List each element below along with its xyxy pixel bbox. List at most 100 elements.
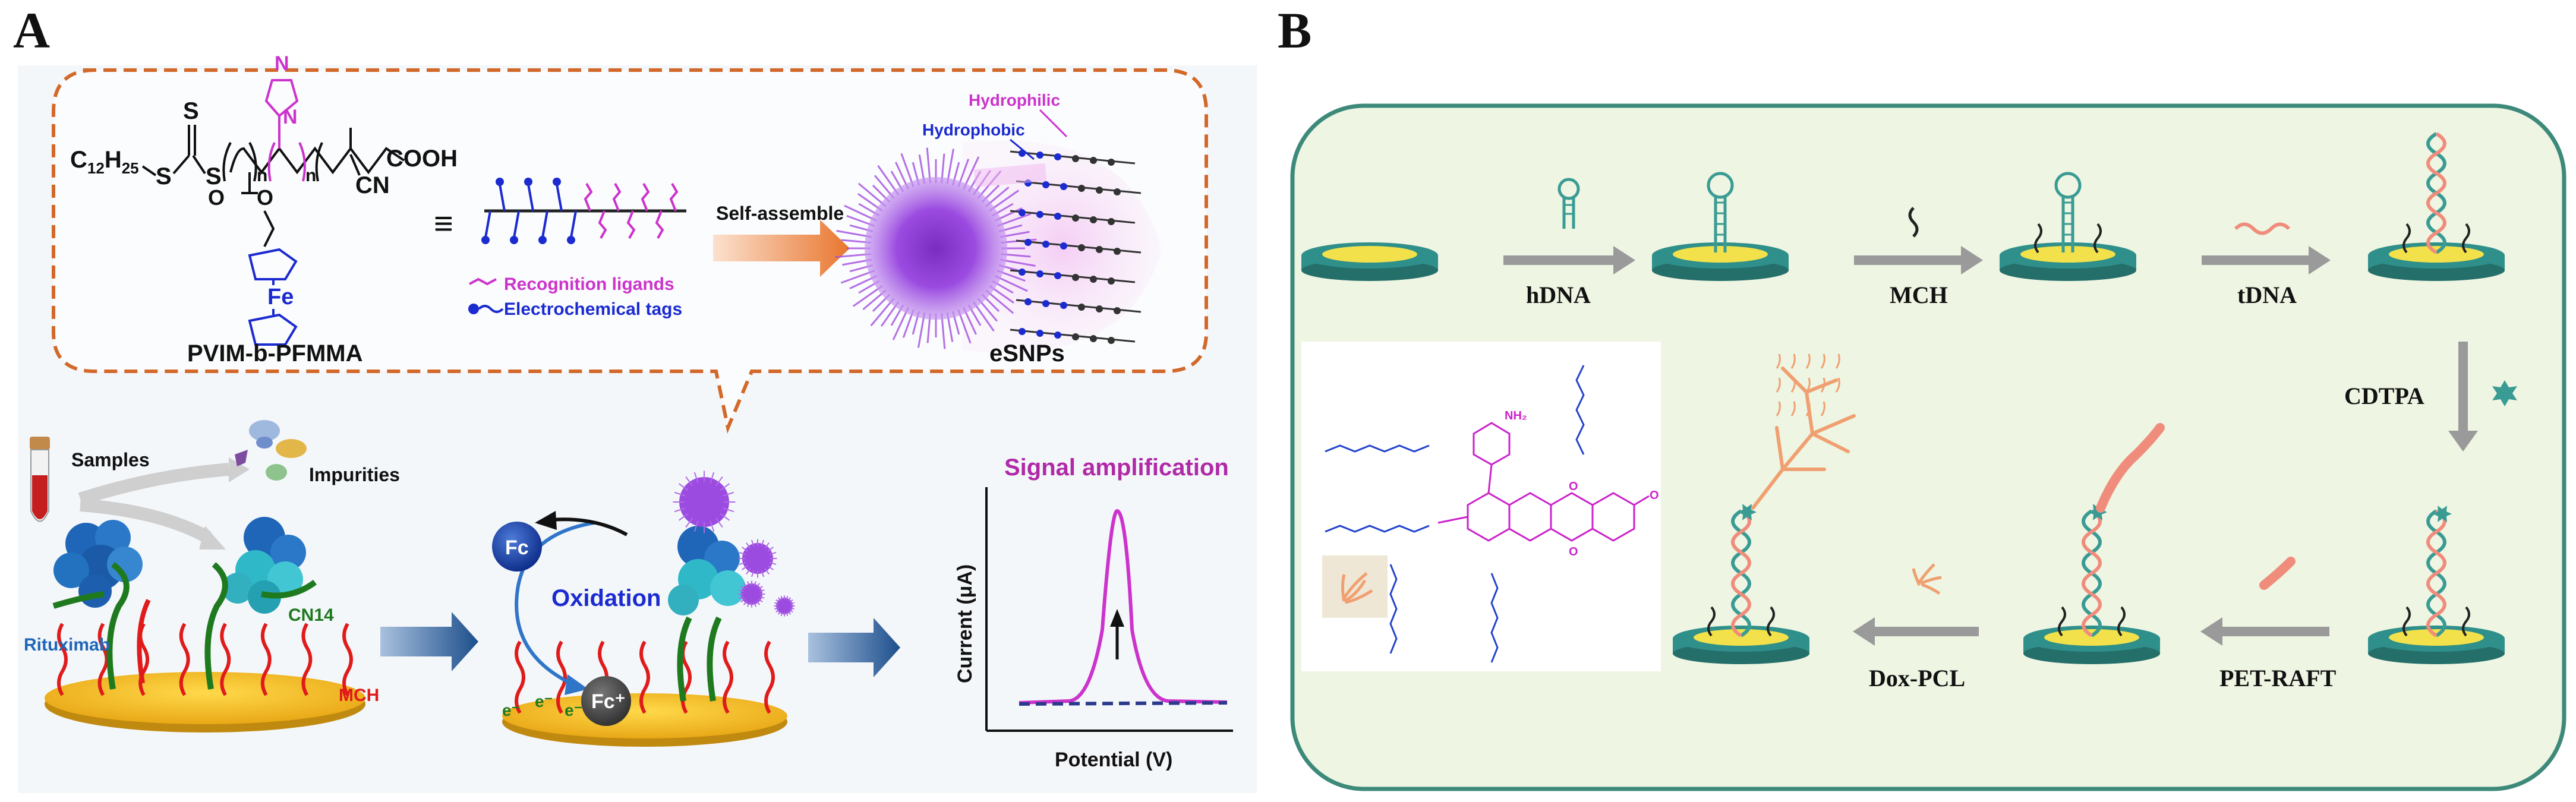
oxidation-label: Oxidation — [551, 585, 661, 611]
ligand-chain — [669, 183, 679, 211]
esnp-bead — [776, 598, 793, 614]
rituximab-label: Rituximab — [24, 635, 110, 655]
carbonyl-o-bottom: O — [1569, 545, 1578, 558]
step-label-pet-raft: PET-RAFT — [2219, 665, 2337, 692]
zoom-bead — [1072, 333, 1079, 340]
brush-tip — [1820, 401, 1825, 416]
esnp-bead-fringe — [742, 565, 748, 570]
hydrophobic-label: Hydrophobic — [922, 121, 1025, 139]
fc-label: Fc — [505, 536, 529, 559]
esnp-bead — [742, 543, 773, 574]
polymer-structure: C12H25 S S S n n N N — [70, 52, 458, 367]
sulfur-top: S — [183, 98, 199, 124]
brush-tip — [1805, 377, 1811, 393]
esnp-bead-fringe — [740, 585, 745, 590]
imidazole-n-side: N — [283, 106, 298, 128]
zoom-bead — [1042, 241, 1049, 248]
carbonyl-oxygen: O — [208, 185, 225, 210]
zoom-bead — [1108, 159, 1115, 166]
dox-pcl-brush — [1805, 378, 1838, 394]
mch-strand — [515, 640, 525, 714]
dox-pcl-brush — [1775, 426, 1784, 471]
mch-strand — [342, 623, 353, 696]
sulfur-left: S — [156, 163, 172, 190]
electrode-scene-2: Fc Fc⁺ e⁻ e⁻ e⁻ — [492, 471, 795, 747]
schematic-legend: Recognition ligands Electrochemical tags — [468, 274, 682, 319]
zoom-bead — [1096, 187, 1103, 194]
esnp-bead-fringe — [769, 561, 777, 565]
impurities-label: Impurities — [309, 464, 400, 485]
mch-molecule — [2402, 223, 2411, 254]
mch-molecule — [2093, 223, 2102, 254]
zoom-bead — [1072, 214, 1079, 222]
esnp-bead-fringe — [789, 609, 793, 613]
hairpin-loop — [1707, 172, 1734, 199]
esnp-bead-fringe — [767, 547, 774, 552]
esnp-bead-fringe — [761, 539, 764, 547]
self-assemble-arrow — [713, 220, 850, 277]
brush-tip — [1790, 377, 1796, 393]
repeat-n1: n — [257, 166, 267, 185]
tag-bead — [538, 236, 547, 244]
zoom-bead — [1036, 270, 1043, 277]
cdtpa-agent — [1738, 504, 1757, 520]
esnp-bead-fringe — [743, 583, 748, 588]
zoom-bead — [1024, 298, 1032, 305]
corona-strand — [926, 147, 931, 184]
esnp-bead-fringe — [674, 491, 686, 497]
esnp-bead-fringe — [758, 585, 763, 590]
process-arrow-2 — [808, 618, 900, 677]
ligand-chain — [655, 210, 664, 239]
mch-molecule — [1707, 606, 1716, 637]
esnp-bead-fringe — [720, 483, 730, 491]
corona-strand — [995, 275, 1028, 292]
gold-surface — [2389, 629, 2484, 646]
mch-molecule — [2117, 606, 2126, 637]
zoom-bead — [1054, 213, 1061, 220]
mch-strand — [556, 640, 567, 714]
gold-surface — [1694, 629, 1789, 646]
esnp-bead-fringe — [710, 472, 715, 484]
zoom-bead — [1036, 151, 1043, 159]
mch-molecule — [2462, 223, 2470, 254]
mch-molecule-icon — [1908, 207, 1919, 238]
dox-pcl-brush — [1805, 390, 1814, 435]
zoom-bead — [1054, 272, 1061, 279]
mch-strand — [301, 623, 313, 696]
mch-strand — [97, 623, 109, 696]
electron-label-1: e⁻ — [502, 701, 520, 719]
esnp-bead-fringe — [775, 609, 780, 613]
esnp-bead-fringe — [746, 542, 751, 549]
gold-surface — [2020, 246, 2115, 263]
helix-strand-target — [2426, 132, 2446, 254]
zoom-bead — [1072, 155, 1079, 162]
brush-tip — [1776, 377, 1781, 393]
esnp-bead-fringe — [758, 598, 763, 603]
step-label-dox-pcl: Dox-PCL — [1869, 665, 1965, 692]
polymer-name: PVIM-b-PFMMA — [187, 340, 363, 367]
corona-strand — [892, 307, 909, 340]
helix-strand-target — [1731, 509, 1751, 637]
esnp-bead-fringe — [764, 568, 770, 574]
brush-tip — [1776, 401, 1781, 416]
corona-strand — [946, 149, 954, 184]
zoom-bead — [1096, 305, 1103, 312]
zoom-bead — [1078, 185, 1085, 192]
signal-curve-amplified — [1019, 509, 1228, 705]
step-label-cdtpa: CDTPA — [2344, 383, 2424, 409]
helix-strand-target — [2082, 509, 2102, 637]
esnp-bead — [741, 583, 762, 605]
gold-surface — [2044, 629, 2139, 646]
process-arrow-1 — [380, 612, 478, 671]
zoom-bead — [1019, 209, 1026, 216]
signal-ylabel: Current (μA) — [954, 564, 976, 683]
esnp-bead-fringe — [767, 565, 774, 570]
brush-tip — [1790, 353, 1796, 369]
esnp-bead-fringe — [790, 607, 794, 610]
esnp-bead-fringe — [685, 517, 693, 528]
brush-tip — [1805, 401, 1811, 416]
ligand-chain — [626, 210, 636, 239]
gold-surface — [1322, 246, 1417, 263]
esnp-bead-fringe — [693, 520, 699, 532]
brush-tip — [1820, 377, 1825, 393]
